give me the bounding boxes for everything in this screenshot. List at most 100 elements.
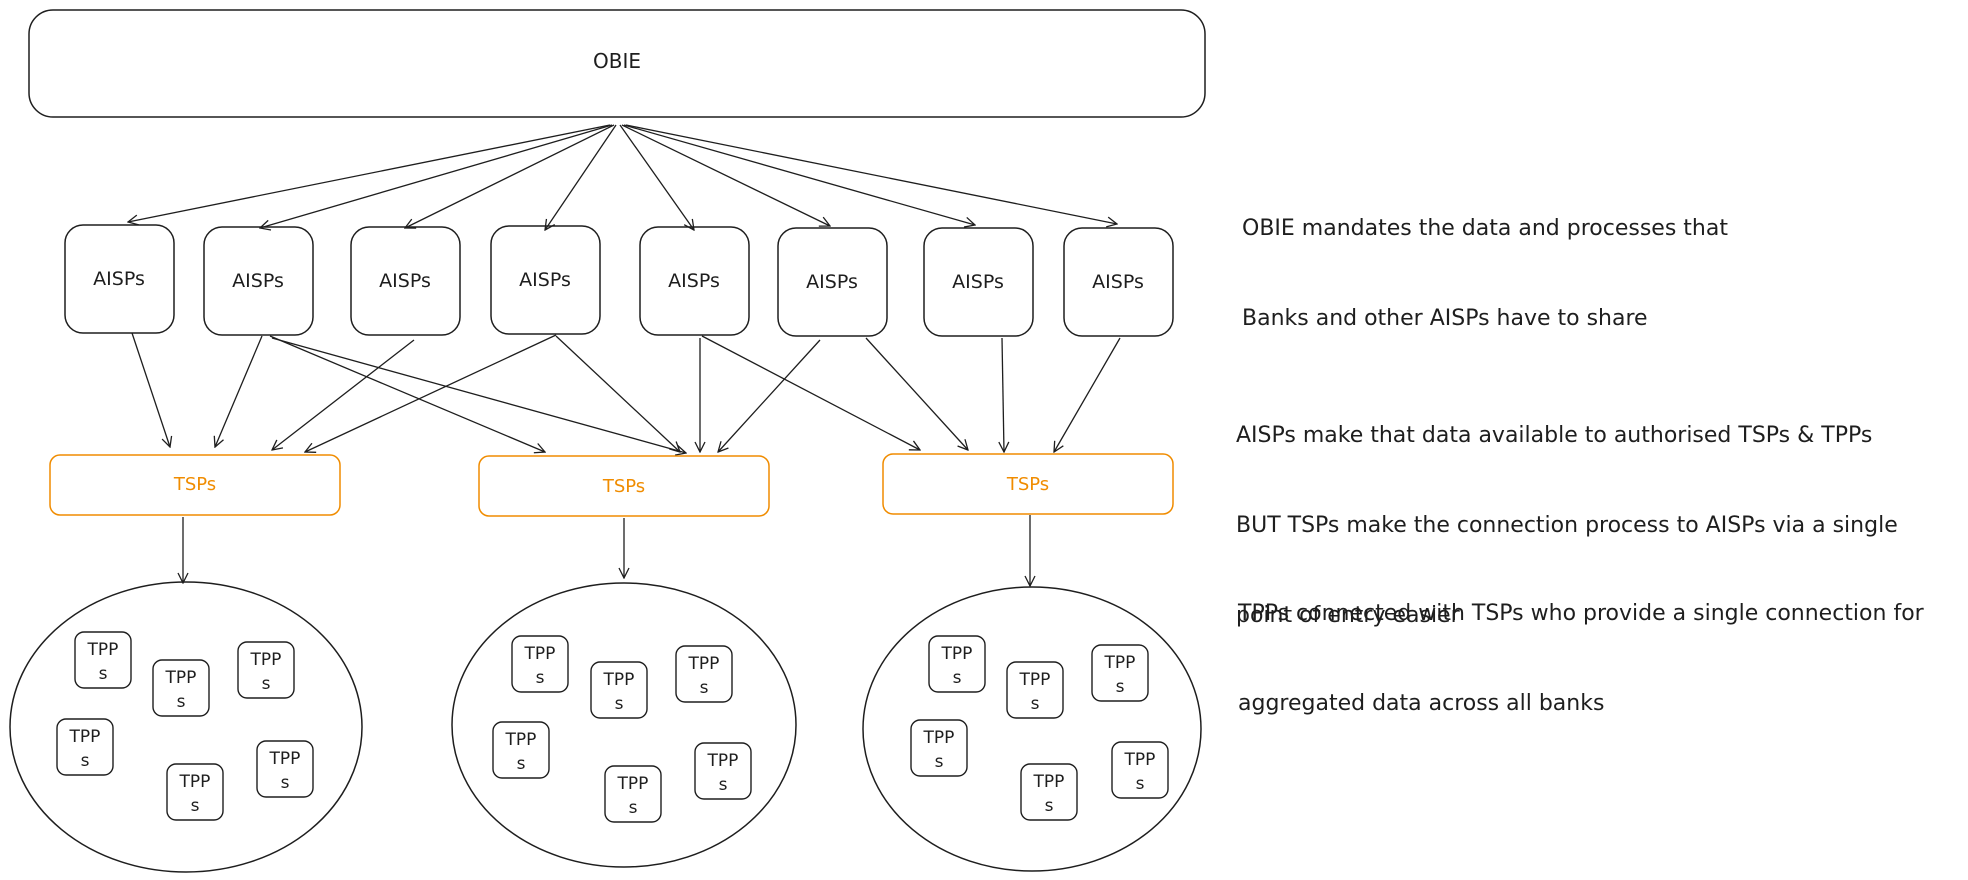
tpps-note-line: TPPs connected with TSPs who provide a s… [1238,601,1924,626]
aisp-box[interactable]: AISPs [490,225,601,335]
tsp-box[interactable]: TSPs [882,453,1174,515]
obie-note-line: OBIE mandates the data and processes tha… [1242,216,1728,241]
tpp-box[interactable]: TPP s [166,763,224,821]
tpp-box[interactable]: TPP s [74,631,132,689]
tpp-label: s [629,798,638,818]
tpp-label: s [517,754,526,774]
tpp-box[interactable]: TPPs [1111,741,1169,799]
tpp-box[interactable]: TPPs [492,721,550,779]
tpps-note-line: aggregated data across all banks [1238,691,1605,716]
tpp-label: TPP [941,644,973,664]
tsp-label: TSPs [1006,474,1049,495]
tsp-box[interactable]: TSPs [49,454,341,516]
aisps-note-line: BUT TSPs make the connection process to … [1236,513,1898,538]
aisp-box[interactable]: AISPs [639,226,750,336]
tsp-box[interactable]: TSPs [478,455,770,517]
connector-arrow [128,124,611,222]
tpp-box[interactable]: TPPs [910,719,968,777]
tpp-label: TPP [617,774,649,794]
connector-arrow [215,335,263,447]
tpp-label: s [1031,694,1040,714]
tpp-groups [9,581,1202,873]
tpp-label: s [177,692,186,712]
tsp-label: TSPs [173,474,216,495]
obie-note: OBIE mandates the data and processes tha… [1242,154,1728,364]
aisp-label: AISPs [806,271,858,293]
connector-arrow [271,337,686,453]
tpp-label: TPP [524,644,556,664]
tpp-label: TPP [707,751,739,771]
tpp-label: s [1045,796,1054,816]
aisp-box[interactable]: AISPs [203,226,314,336]
aisp-box[interactable]: AISPs [64,224,175,334]
aisp-label: AISPs [519,269,571,291]
tpp-group-circle [862,586,1202,872]
connector-arrow [625,124,1117,224]
tpp-box[interactable]: TPP s [590,661,648,719]
tpp-label: TPP [165,668,197,688]
aisp-label: AISPs [668,270,720,292]
connector-arrow [131,332,170,447]
tpp-label: s [262,674,271,694]
tpp-box[interactable]: TPPs [675,645,733,703]
aisps-note-line: AISPs make that data available to author… [1236,423,1873,448]
tpp-box[interactable]: TPP s [1020,763,1078,821]
tpp-label: TPP [87,640,119,660]
tpp-label: s [191,796,200,816]
tpp-box[interactable]: TPPs [56,718,114,776]
aisps-note: AISPs make that data available to author… [1236,361,1898,661]
tpp-box[interactable]: TPP s [604,765,662,823]
connector-arrow [718,339,821,452]
tpp-label: TPP [1033,772,1065,792]
aisp-label: AISPs [232,270,284,292]
obie-box[interactable]: OBIE [28,9,1206,118]
tpps-note: TPPs connected with TSPs who provide a s… [1238,539,1924,749]
tsp-row: TSPs TSPs TSPs [49,453,1174,517]
tpp-box[interactable]: TPP s [152,659,210,717]
connector-arrow [701,335,920,450]
tpp-label: TPP [1019,670,1051,690]
connector-arrow [269,335,545,452]
aisp-box[interactable]: AISPs [1063,227,1174,337]
aisp-box[interactable]: AISPs [777,227,888,337]
tpp-label: s [99,664,108,684]
obie-note-line: Banks and other AISPs have to share [1242,306,1648,331]
tpp-box[interactable]: TPPs [237,641,295,699]
connector-arrow [272,339,415,450]
tpp-label: TPP [603,670,635,690]
connector-arrows [128,124,1121,586]
aisp-label: AISPs [379,270,431,292]
tpp-box[interactable]: TPP s [1006,661,1064,719]
aisp-box[interactable]: AISPs [923,227,1034,337]
tpp-box[interactable]: TPPs [511,635,569,693]
aisp-label: AISPs [93,268,145,290]
aisp-label: AISPs [1092,271,1144,293]
tpp-label: s [81,751,90,771]
tpp-label: TPP [269,749,301,769]
tpp-box[interactable]: TPPs [694,742,752,800]
tpp-group-circle [9,581,363,873]
tpp-label: TPP [1124,750,1156,770]
aisp-box[interactable]: AISPs [350,226,461,336]
connector-arrow [865,337,968,450]
tpp-box[interactable]: TPPs [928,635,986,693]
connector-arrow [260,124,613,228]
connector-arrow [555,335,680,452]
tpp-label: TPP [1104,653,1136,673]
connector-arrow [545,124,617,230]
tpp-box[interactable]: TPP s [1091,644,1149,702]
tpp-box[interactable]: TPPs [256,740,314,798]
connector-arrow [305,334,557,452]
connector-arrow [405,124,615,228]
obie-label: OBIE [593,49,641,73]
connector-arrow [1054,337,1121,452]
connector-arrow [1002,337,1004,452]
tpp-label: TPP [179,772,211,792]
aisp-label: AISPs [952,271,1004,293]
connector-arrow [621,124,830,226]
tpp-label: s [1116,677,1125,697]
tpp-label: s [615,694,624,714]
tpp-label: s [700,678,709,698]
